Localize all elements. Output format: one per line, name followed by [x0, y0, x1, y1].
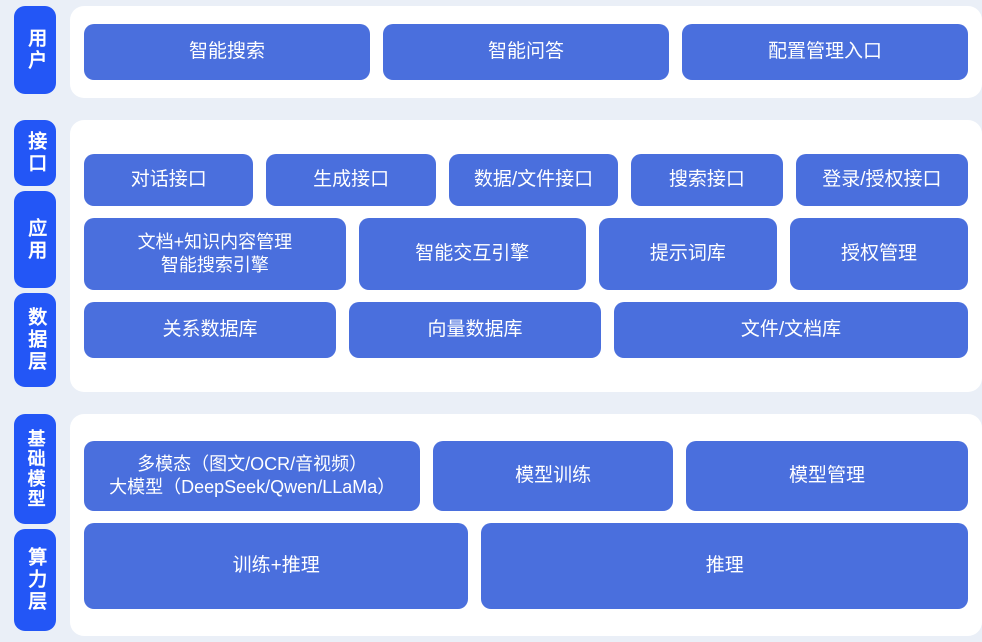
card-row-user-entries: 智能搜索 智能问答 配置管理入口: [84, 24, 968, 80]
section-infrastructure-layers: 基础模型 算力层 多模态（图文/OCR/音视频） 大模型（DeepSeek/Qw…: [0, 414, 982, 636]
rail-platform: 接口 应用 数据层: [0, 120, 70, 392]
panel-user: 智能搜索 智能问答 配置管理入口: [70, 6, 982, 98]
rail-tab-foundation-model[interactable]: 基础模型: [14, 414, 56, 524]
card-intelligent-qa[interactable]: 智能问答: [383, 24, 669, 80]
rail-infrastructure: 基础模型 算力层: [0, 414, 70, 636]
card-file-document-store[interactable]: 文件/文档库: [613, 302, 969, 358]
rail-tab-interface[interactable]: 接口: [14, 120, 56, 186]
card-authorization-management[interactable]: 授权管理: [789, 218, 969, 290]
card-relational-database[interactable]: 关系数据库: [84, 302, 336, 358]
card-row-application: 文档+知识内容管理 智能搜索引擎 智能交互引擎 提示词库 授权管理: [84, 218, 969, 290]
card-model-training[interactable]: 模型训练: [433, 441, 673, 511]
card-intelligent-search[interactable]: 智能搜索: [84, 24, 370, 80]
card-config-management-entry[interactable]: 配置管理入口: [682, 24, 968, 80]
card-login-auth-interface[interactable]: 登录/授权接口: [795, 154, 969, 206]
card-dialog-interface[interactable]: 对话接口: [84, 154, 254, 206]
card-row-model: 多模态（图文/OCR/音视频） 大模型（DeepSeek/Qwen/LLaMa）…: [84, 441, 968, 511]
rail-tab-compute-layer[interactable]: 算力层: [14, 529, 56, 631]
rail-tab-data-layer[interactable]: 数据层: [14, 293, 56, 387]
card-row-data: 关系数据库 向量数据库 文件/文档库: [84, 302, 969, 358]
card-row-compute: 训练+推理 推理: [84, 523, 968, 609]
card-multimodal-large-model[interactable]: 多模态（图文/OCR/音视频） 大模型（DeepSeek/Qwen/LLaMa）: [84, 441, 421, 511]
card-generation-interface[interactable]: 生成接口: [266, 154, 436, 206]
section-user-layer: 用户 智能搜索 智能问答 配置管理入口: [0, 6, 982, 98]
rail-tab-user[interactable]: 用户: [14, 6, 56, 94]
card-model-management[interactable]: 模型管理: [685, 441, 968, 511]
card-data-file-interface[interactable]: 数据/文件接口: [448, 154, 619, 206]
card-document-knowledge-management[interactable]: 文档+知识内容管理 智能搜索引擎: [84, 218, 346, 290]
panel-infrastructure: 多模态（图文/OCR/音视频） 大模型（DeepSeek/Qwen/LLaMa）…: [70, 414, 982, 636]
rail-user: 用户: [0, 6, 70, 98]
card-row-interface: 对话接口 生成接口 数据/文件接口 搜索接口 登录/授权接口: [84, 154, 969, 206]
panel-platform: 对话接口 生成接口 数据/文件接口 搜索接口 登录/授权接口 文档+知识内容管理…: [70, 120, 982, 392]
card-inference[interactable]: 推理: [481, 523, 968, 609]
card-intelligent-interaction-engine[interactable]: 智能交互引擎: [358, 218, 586, 290]
card-prompt-library[interactable]: 提示词库: [598, 218, 777, 290]
card-vector-database[interactable]: 向量数据库: [348, 302, 601, 358]
card-training-plus-inference[interactable]: 训练+推理: [84, 523, 469, 609]
section-platform-layers: 接口 应用 数据层 对话接口 生成接口 数据/文件接口 搜索接口 登录/授权接口…: [0, 120, 982, 392]
rail-tab-application[interactable]: 应用: [14, 191, 56, 288]
card-search-interface[interactable]: 搜索接口: [631, 154, 783, 206]
